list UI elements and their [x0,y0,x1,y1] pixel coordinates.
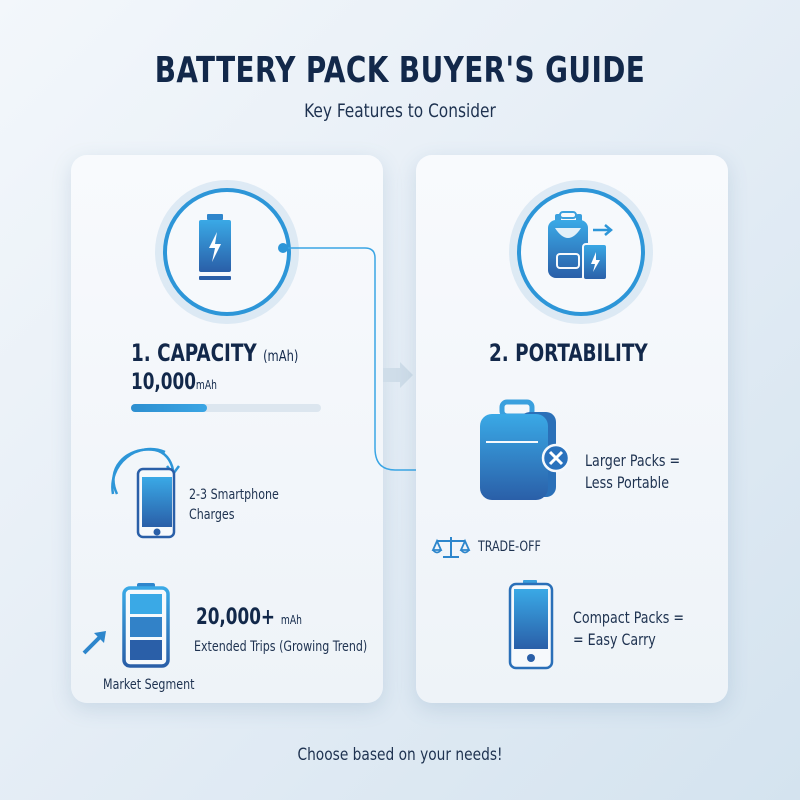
charges-text: 2-3 Smartphone Charges [189,485,279,525]
tradeoff-label: TRADE-OFF [478,539,541,555]
large-battery-icon [82,583,170,668]
suitcase-no-icon [480,399,571,500]
capacity-value-number: 10,000 [131,370,196,395]
charges-line-1: 2-3 Smartphone [189,487,279,503]
footer-text: Choose based on your needs! [297,745,503,765]
extended-value: 20,000+ mAh [196,605,302,630]
capacity-unit-note: (mAh) [263,347,299,365]
compact-line-2: = Easy Carry [573,630,656,649]
page-title: BATTERY PACK BUYER'S GUIDE [154,50,646,91]
capacity-value-unit: mAh [195,378,217,392]
battery-charging-icon [199,214,231,280]
smartphone-recharge-icon [111,447,180,539]
extended-desc: Extended Trips (Growing Trend) [194,639,368,655]
capacity-progress-bar [131,404,321,412]
arrow-right-icon [383,362,413,388]
page-subtitle: Key Features to Consider [304,100,496,122]
larger-line-2: Less Portable [585,473,669,492]
portability-heading: 2. PORTABILITY [489,339,648,367]
compact-line-1: Compact Packs = [573,608,685,627]
charges-line-2: Charges [189,507,235,523]
larger-packs-text: Larger Packs = Less Portable [585,450,680,494]
larger-line-1: Larger Packs = [585,451,681,470]
capacity-progress-fill [131,404,207,412]
capacity-title: 1. CAPACITY [131,339,257,367]
backpack-battery-icon [548,211,613,281]
scales-icon [431,537,471,558]
capacity-heading: 1. CAPACITY (mAh) [131,339,298,367]
extended-value-number: 20,000+ [196,605,276,630]
compact-packs-text: Compact Packs = = Easy Carry [573,607,684,651]
market-segment-label: Market Segment [103,677,195,693]
compact-phone-icon [508,580,554,670]
capacity-value: 10,000mAh [131,370,217,395]
extended-value-unit: mAh [280,613,302,627]
